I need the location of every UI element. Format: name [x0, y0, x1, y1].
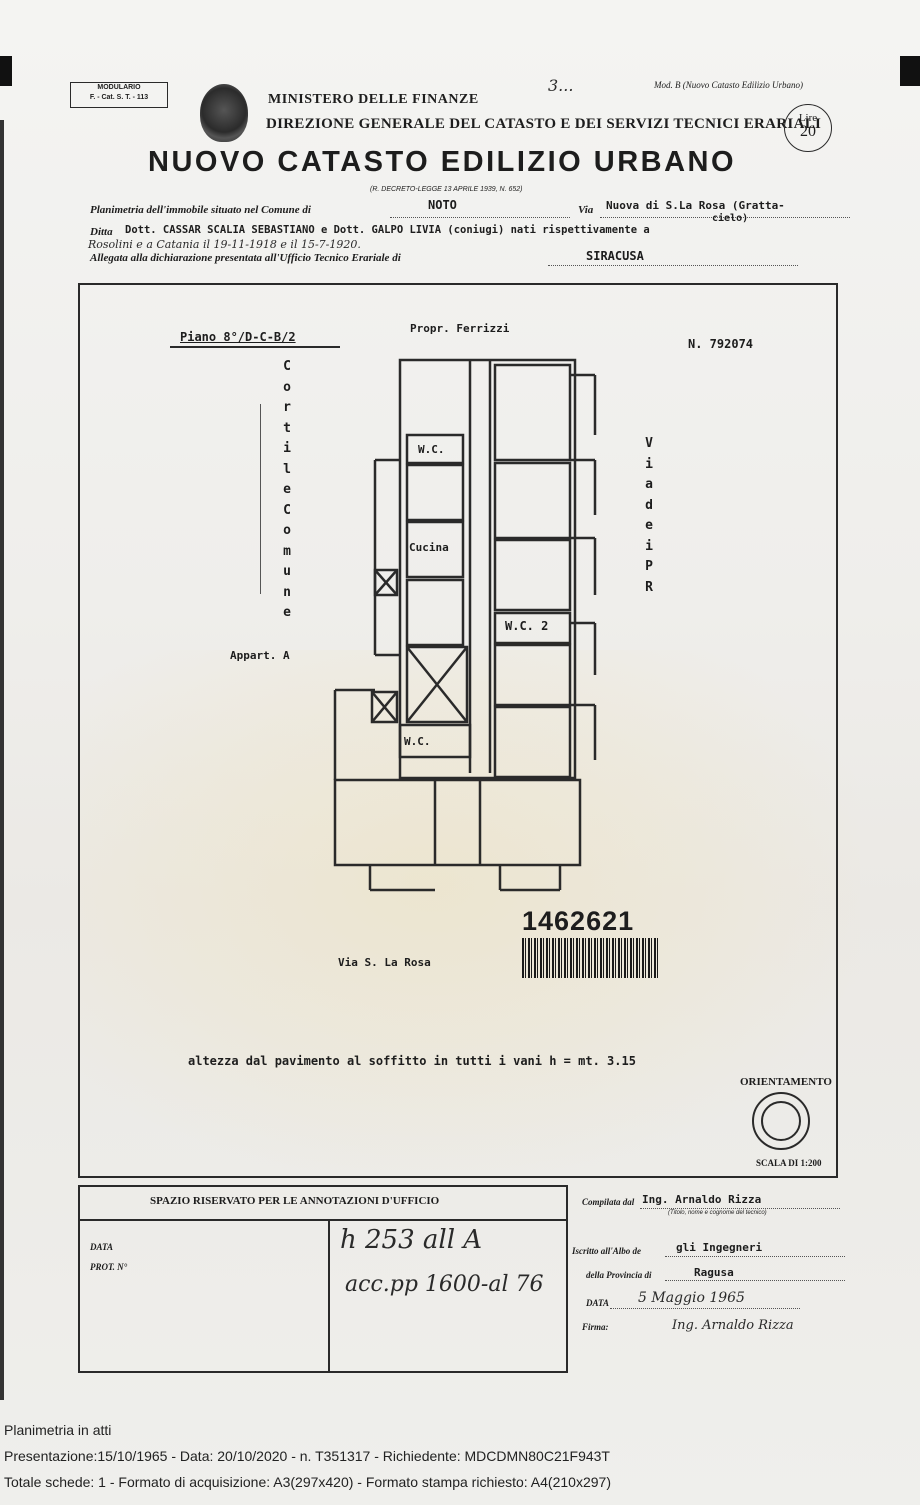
barcode: [522, 938, 660, 978]
cortile-letter: t: [283, 420, 291, 436]
orientation-label: ORIENTAMENTO: [740, 1076, 832, 1088]
ditta-label: Ditta: [90, 226, 113, 238]
office-handwritten-1: h 253 all A: [340, 1225, 483, 1255]
floor-label-underline: [170, 346, 340, 348]
iscritto-label: Iscritto all'Albo de: [572, 1246, 642, 1256]
cortile-letter: C: [283, 359, 291, 374]
cortile-letter: l: [283, 461, 291, 477]
allegata-label: Allegata alla dichiarazione presentata a…: [90, 252, 401, 264]
via-letter: e: [645, 518, 653, 533]
office-handwritten-2: acc.pp 1600-al 76: [345, 1272, 544, 1297]
comune-line: [390, 217, 570, 218]
date-line: [610, 1308, 800, 1309]
building-outline: [398, 358, 577, 780]
compass-icon: [752, 1092, 810, 1150]
office-prot-label: PROT. N°: [90, 1262, 128, 1272]
cortile-letter: i: [283, 441, 291, 456]
ufficio-line: [548, 265, 798, 266]
iscritto-line: [665, 1256, 845, 1257]
cortile-vertical-label: C o r t i l e C o m u n e: [280, 357, 294, 624]
floor-plan-frame: [78, 283, 838, 1178]
modulario-label: MODULARIO: [97, 84, 141, 91]
corner-annotation: 3...: [548, 76, 574, 95]
ditta-value-continued: Rosolini e a Catania il 19-11-1918 e il …: [88, 238, 361, 251]
cortile-letter: m: [283, 543, 291, 559]
office-annotations-header: [78, 1185, 568, 1221]
plan-number: N. 792074: [688, 337, 754, 351]
ceiling-height-note: altezza dal pavimento al soffitto in tut…: [188, 1054, 636, 1068]
scan-edge-mark-right: [900, 56, 920, 86]
date-label: DATA: [586, 1298, 610, 1308]
direction-heading: DIREZIONE GENERALE DEL CATASTO E DEI SER…: [266, 116, 822, 132]
signature-label: Firma:: [582, 1322, 609, 1332]
cortile-letter: e: [283, 482, 291, 497]
floor-label: Piano 8°/D-C-B/2: [180, 330, 296, 344]
via-label: Via: [578, 204, 594, 216]
document-title: NUOVO CATASTO EDILIZIO URBANO: [148, 146, 737, 178]
balcony-outline: [333, 778, 582, 867]
cortile-letter: C: [283, 502, 291, 518]
date-value: 5 Maggio 1965: [638, 1290, 745, 1306]
street-label-bottom: Via S. La Rosa: [338, 956, 431, 969]
via-letter: P: [645, 559, 653, 574]
via-vertical-label: V i a d e i P R: [642, 434, 656, 598]
signature-value: Ing. Arnaldo Rizza: [672, 1318, 794, 1333]
via-letter: i: [645, 456, 653, 472]
barcode-number: 1462621: [522, 906, 635, 936]
office-date-label: DATA: [90, 1242, 114, 1252]
cortile-letter: e: [283, 605, 291, 620]
provincia-line: [665, 1280, 845, 1281]
floor-plan-drawing: [333, 358, 597, 892]
neighbour-owner-label: Propr. Ferrizzi: [410, 322, 510, 335]
iscritto-value: gli Ingegneri: [676, 1241, 763, 1254]
stamp-lire-value: 20: [800, 123, 816, 140]
via-line: [600, 217, 850, 218]
scan-edge-mark-left: [0, 56, 12, 86]
cortile-letter: r: [283, 400, 291, 415]
stamp-lire: Lire 20: [784, 104, 832, 152]
via-letter: i: [645, 538, 653, 554]
via-letter: R: [645, 579, 653, 595]
compiler-label: Compilata dal: [582, 1197, 635, 1207]
scale-label: SCALA DI 1:200: [756, 1158, 822, 1168]
room-kitchen: Cucina: [409, 541, 449, 554]
office-annotations-box: [78, 1185, 568, 1373]
comune-value: NOTO: [428, 198, 457, 212]
modulario-box: MODULARIO F. - Cat. S. T. - 113: [70, 82, 168, 108]
modulario-code: F. - Cat. S. T. - 113: [89, 94, 149, 101]
via-letter: d: [645, 497, 653, 513]
via-value: Nuova di S.La Rosa (Gratta-: [606, 199, 785, 212]
footer-schede: Totale schede: 1 - Formato di acquisizio…: [4, 1474, 611, 1490]
footer-planimetria: Planimetria in atti: [4, 1422, 112, 1438]
cortile-letter: n: [283, 584, 291, 600]
stamp-lire-label: Lire: [798, 112, 818, 124]
compiler-value: Ing. Arnaldo Rizza: [642, 1193, 762, 1206]
cortile-letter: o: [283, 523, 291, 538]
ministry-heading: MINISTERO DELLE FINANZE: [268, 92, 479, 107]
ditta-value: Dott. CASSAR SCALIA SEBASTIANO e Dott. G…: [125, 224, 650, 236]
compiler-line: [640, 1208, 840, 1209]
via-letter: V: [645, 436, 653, 451]
planimetria-label: Planimetria dell'immobile situato nel Co…: [90, 204, 311, 216]
model-reference: Mod. B (Nuovo Catasto Edilizio Urbano): [654, 80, 803, 90]
provincia-value: Ragusa: [694, 1266, 734, 1279]
provincia-label: della Provincia di: [586, 1270, 652, 1280]
decree-reference: (R. DECRETO-LEGGE 13 APRILE 1939, N. 652…: [370, 186, 523, 193]
state-emblem-icon: [200, 84, 248, 142]
cortile-letter: o: [283, 379, 291, 395]
office-heading: SPAZIO RISERVATO PER LE ANNOTAZIONI D'UF…: [150, 1195, 440, 1207]
room-wc-1: W.C.: [418, 443, 445, 456]
scan-edge-line-left: [0, 120, 4, 1400]
via-letter: a: [645, 477, 653, 492]
room-wc-3: W.C.: [404, 735, 431, 748]
compiler-sublabel: (Titolo, nome e cognome del tecnico): [668, 1210, 767, 1216]
cortile-guide-line: [260, 404, 261, 594]
room-wc-2: W.C. 2: [505, 619, 549, 633]
cortile-letter: u: [283, 564, 291, 579]
apartment-label: Appart. A: [230, 649, 290, 662]
ufficio-value: SIRACUSA: [586, 249, 644, 263]
via-value-continued: cielo): [712, 213, 749, 224]
footer-presentazione: Presentazione:15/10/1965 - Data: 20/10/2…: [4, 1448, 610, 1464]
office-divider: [328, 1221, 330, 1373]
